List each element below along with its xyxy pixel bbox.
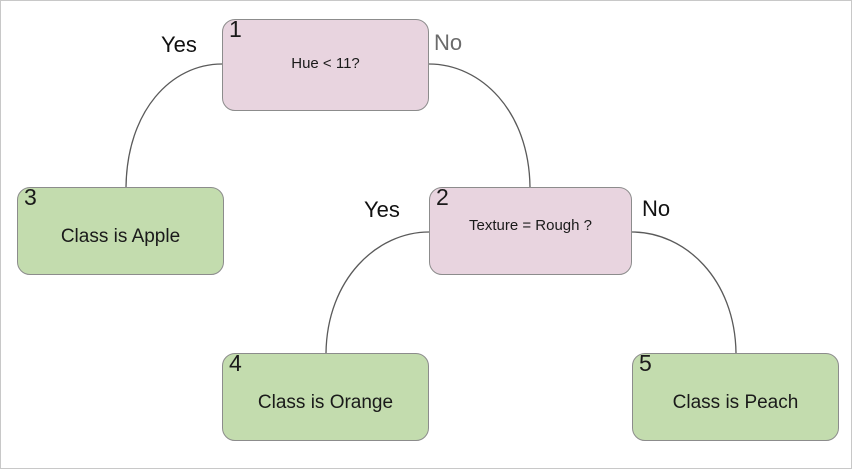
node-number-badge: 5 [639,350,652,376]
decision-node-hue[interactable]: 1 Hue < 11? [222,16,429,111]
edge-2-to-4 [325,231,430,354]
node-number-badge: 1 [229,16,242,42]
node-label: Class is Orange [257,392,394,413]
edge-1-to-2 [428,63,531,188]
node-label: Class is Apple [60,226,181,247]
decision-node-texture[interactable]: 2 Texture = Rough ? [429,184,632,275]
edge-label-1-to-3: Yes [161,32,197,57]
edge-label-1-to-2: No [434,30,463,55]
leaf-node-peach[interactable]: 5 Class is Peach [632,350,839,441]
node-number-badge: 2 [436,184,449,210]
edge-label-2-to-4: Yes [364,197,400,222]
leaf-node-orange[interactable]: 4 Class is Orange [222,350,429,441]
node-label: Hue < 11? [291,54,360,72]
edge-2-to-5 [631,231,737,354]
edge-1-to-3 [125,63,223,188]
node-label: Class is Peach [672,392,799,413]
edge-label-2-to-5: No [642,196,671,221]
node-label: Texture = Rough ? [469,216,592,234]
node-number-badge: 4 [229,350,242,376]
leaf-node-apple[interactable]: 3 Class is Apple [17,184,224,275]
node-number-badge: 3 [24,184,37,210]
